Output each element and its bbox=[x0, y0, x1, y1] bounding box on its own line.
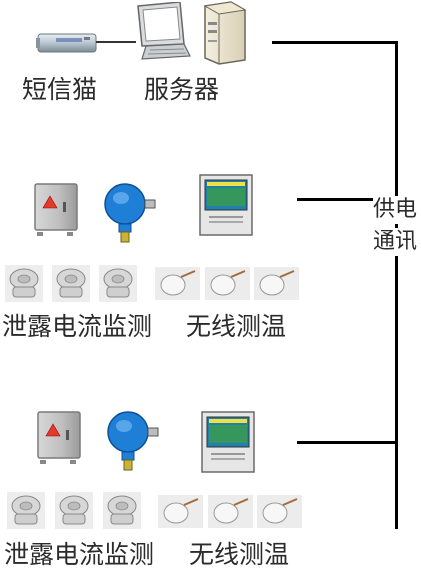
bus-branch-2 bbox=[297, 441, 396, 444]
wireless-temp-label-1: 无线测温 bbox=[186, 312, 287, 341]
cabinet-box-icon-1 bbox=[34, 183, 78, 236]
bus-vertical bbox=[395, 41, 398, 529]
temp-sensor-icon-2c bbox=[257, 495, 302, 528]
leakage-sensor-icon-2a bbox=[7, 492, 45, 529]
monitor-panel-icon-2 bbox=[201, 411, 255, 473]
computer-monitor-icon bbox=[137, 2, 191, 60]
leakage-sensor-icon-1a bbox=[5, 265, 43, 302]
temp-sensor-icon-1a bbox=[155, 267, 200, 300]
wireless-temp-label-2: 无线测温 bbox=[189, 540, 290, 569]
server-tower-icon bbox=[203, 1, 247, 65]
leakage-current-label-1: 泄露电流监测 bbox=[2, 312, 153, 341]
temp-sensor-icon-1b bbox=[205, 267, 250, 300]
sms-modem-label: 短信猫 bbox=[22, 75, 98, 104]
leakage-sensor-icon-2b bbox=[55, 492, 93, 529]
temp-sensor-icon-2a bbox=[158, 495, 203, 528]
temp-sensor-icon-1c bbox=[254, 267, 299, 300]
bus-label-comm: 通讯 bbox=[373, 228, 418, 256]
leakage-sensor-icon-2c bbox=[103, 492, 141, 529]
bus-top-horizontal bbox=[272, 41, 398, 44]
cabinet-box-icon-2 bbox=[37, 411, 81, 464]
bus-label-power: 供电 bbox=[373, 196, 418, 224]
sensor-transmitter-icon-1 bbox=[104, 183, 156, 243]
leakage-sensor-icon-1c bbox=[99, 265, 137, 302]
leakage-current-label-2: 泄露电流监测 bbox=[4, 540, 155, 569]
server-label: 服务器 bbox=[144, 75, 220, 104]
monitor-panel-icon-1 bbox=[199, 174, 253, 236]
temp-sensor-icon-2b bbox=[208, 495, 253, 528]
modem-to-computer-line bbox=[96, 41, 136, 43]
leakage-sensor-icon-1b bbox=[52, 265, 90, 302]
sensor-transmitter-icon-2 bbox=[107, 411, 159, 471]
bus-branch-1 bbox=[297, 198, 396, 201]
sms-modem-icon bbox=[36, 33, 97, 53]
